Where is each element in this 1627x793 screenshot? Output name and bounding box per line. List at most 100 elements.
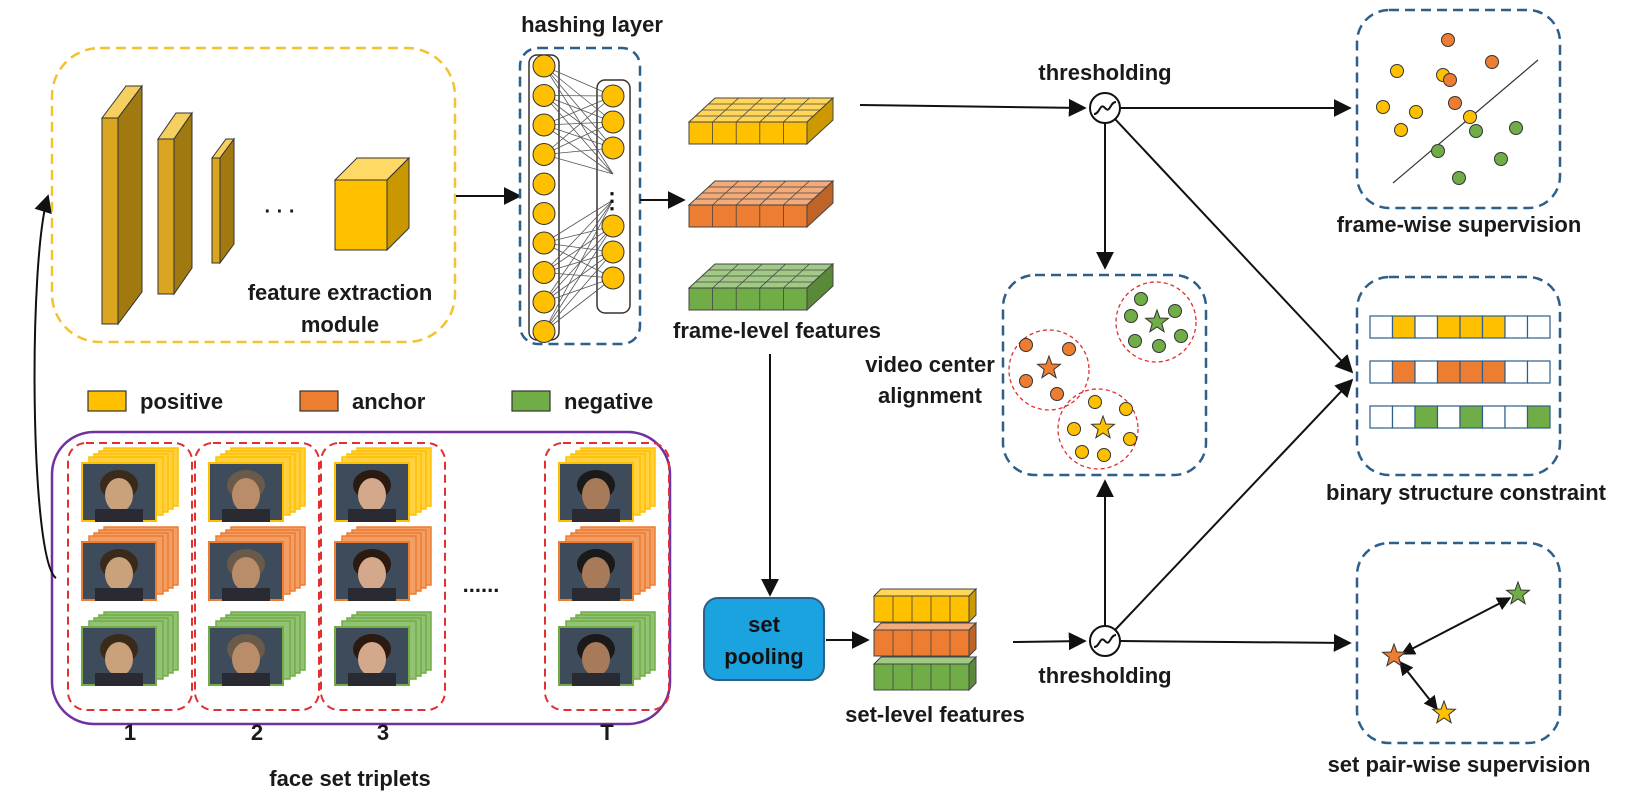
binary-bit bbox=[1414, 405, 1439, 429]
frame-feature-positive bbox=[687, 96, 835, 146]
sigmoid-icon-bottom bbox=[1093, 634, 1117, 648]
positive-point bbox=[1097, 448, 1111, 462]
face-stack bbox=[334, 447, 432, 522]
frame-level-features bbox=[687, 96, 835, 312]
legend-label: positive bbox=[140, 389, 223, 414]
face-stack bbox=[334, 526, 432, 601]
positive-cluster bbox=[1057, 388, 1139, 470]
thresholding-top-label: thresholding bbox=[1038, 60, 1171, 85]
hash-connection bbox=[543, 277, 614, 303]
set-feature-positive bbox=[872, 587, 978, 624]
hashing-layer: hashing layer ⋮ bbox=[518, 12, 663, 346]
face-stack bbox=[558, 447, 656, 522]
hash-connection bbox=[543, 199, 614, 332]
triplet-index: 2 bbox=[251, 720, 263, 745]
hash-connection bbox=[543, 225, 614, 244]
binary-bit bbox=[1459, 360, 1484, 384]
face-stack bbox=[558, 526, 656, 601]
legend-swatch bbox=[511, 390, 551, 412]
set-level-features bbox=[872, 587, 978, 692]
feature-extraction-border bbox=[50, 46, 457, 344]
hash-input-node bbox=[532, 143, 556, 166]
positive-point bbox=[1463, 110, 1477, 124]
arrow-to-set-pair-wise bbox=[1119, 633, 1352, 652]
binary-bit bbox=[1369, 315, 1394, 339]
frame-feature-anchor bbox=[687, 179, 835, 229]
negative-point bbox=[1494, 152, 1508, 166]
hash-connection bbox=[543, 225, 614, 332]
set-pooling-box bbox=[703, 597, 825, 681]
triplet-column-2: 2 bbox=[194, 442, 320, 745]
negative-point bbox=[1134, 292, 1148, 306]
binary-structure-label: binary structure constraint bbox=[1326, 480, 1607, 505]
binary-bit bbox=[1504, 315, 1529, 339]
hash-connection bbox=[543, 95, 614, 97]
set-feature-negative bbox=[872, 655, 978, 692]
legend-item-anchor: anchor bbox=[299, 389, 426, 414]
hash-connection bbox=[543, 95, 614, 123]
binary-bit bbox=[1369, 360, 1394, 384]
feature-extraction-label: feature extraction bbox=[248, 280, 433, 305]
set-feature-anchor bbox=[872, 621, 978, 658]
hash-connection bbox=[543, 121, 614, 126]
face-stack bbox=[81, 526, 179, 601]
triplets-border bbox=[50, 430, 672, 726]
negative-point bbox=[1124, 309, 1138, 323]
thresholding-top-node: thresholding bbox=[1038, 60, 1172, 124]
set-border bbox=[194, 442, 320, 711]
hash-connection bbox=[543, 251, 614, 303]
hashing-dots: ⋮ bbox=[601, 188, 623, 213]
hashing-connections bbox=[543, 65, 614, 332]
triplet-index: 1 bbox=[124, 720, 136, 745]
anchor-point bbox=[1448, 96, 1462, 110]
set-border bbox=[67, 442, 193, 711]
positive-center-star bbox=[1090, 414, 1116, 439]
binary-bit bbox=[1504, 360, 1529, 384]
hashing-output-column bbox=[596, 79, 631, 314]
binary-bit bbox=[1391, 315, 1416, 339]
binary-bit bbox=[1504, 405, 1529, 429]
hash-input-node bbox=[532, 84, 556, 107]
anchor-point bbox=[1443, 73, 1457, 87]
negative-point bbox=[1452, 171, 1466, 185]
hash-connection bbox=[543, 65, 614, 149]
arrow-features-to-threshold bbox=[859, 98, 1087, 117]
binary-code-anchor bbox=[1369, 360, 1551, 384]
hash-connection bbox=[543, 95, 614, 126]
arrow-set-features-to-threshold bbox=[1012, 632, 1087, 651]
arrow-triplets-to-module bbox=[33, 194, 57, 579]
negative-point bbox=[1174, 329, 1188, 343]
positive-point bbox=[1075, 445, 1089, 459]
binary-bit bbox=[1436, 360, 1461, 384]
hash-connection bbox=[543, 277, 614, 332]
frame-feature-negative bbox=[687, 262, 835, 312]
binary-bit bbox=[1459, 315, 1484, 339]
cnn-layer-1 bbox=[101, 84, 143, 326]
hash-output-node bbox=[601, 240, 625, 264]
hash-connection bbox=[543, 154, 614, 175]
positive-point bbox=[1409, 105, 1423, 119]
hash-connection bbox=[543, 225, 614, 303]
binary-bit bbox=[1526, 405, 1551, 429]
face-stack bbox=[208, 526, 306, 601]
binary-border bbox=[1355, 275, 1562, 477]
set-level-features-label: set-level features bbox=[845, 702, 1025, 727]
negative-cluster bbox=[1115, 281, 1197, 363]
binary-bit bbox=[1414, 315, 1439, 339]
face-stack bbox=[81, 611, 179, 686]
face-stack bbox=[208, 611, 306, 686]
anchor-cluster bbox=[1008, 329, 1090, 411]
hash-connection bbox=[543, 251, 614, 332]
hash-input-node bbox=[532, 320, 556, 343]
legend-swatch bbox=[299, 390, 339, 412]
binary-code-rows bbox=[1369, 315, 1551, 429]
binary-structure-constraint: binary structure constraint bbox=[1326, 275, 1607, 505]
hash-connection bbox=[543, 242, 614, 279]
binary-bit bbox=[1436, 405, 1461, 429]
negative-point bbox=[1431, 144, 1445, 158]
anchor-point bbox=[1019, 374, 1033, 388]
set-border bbox=[320, 442, 446, 711]
hash-connection bbox=[543, 65, 614, 97]
